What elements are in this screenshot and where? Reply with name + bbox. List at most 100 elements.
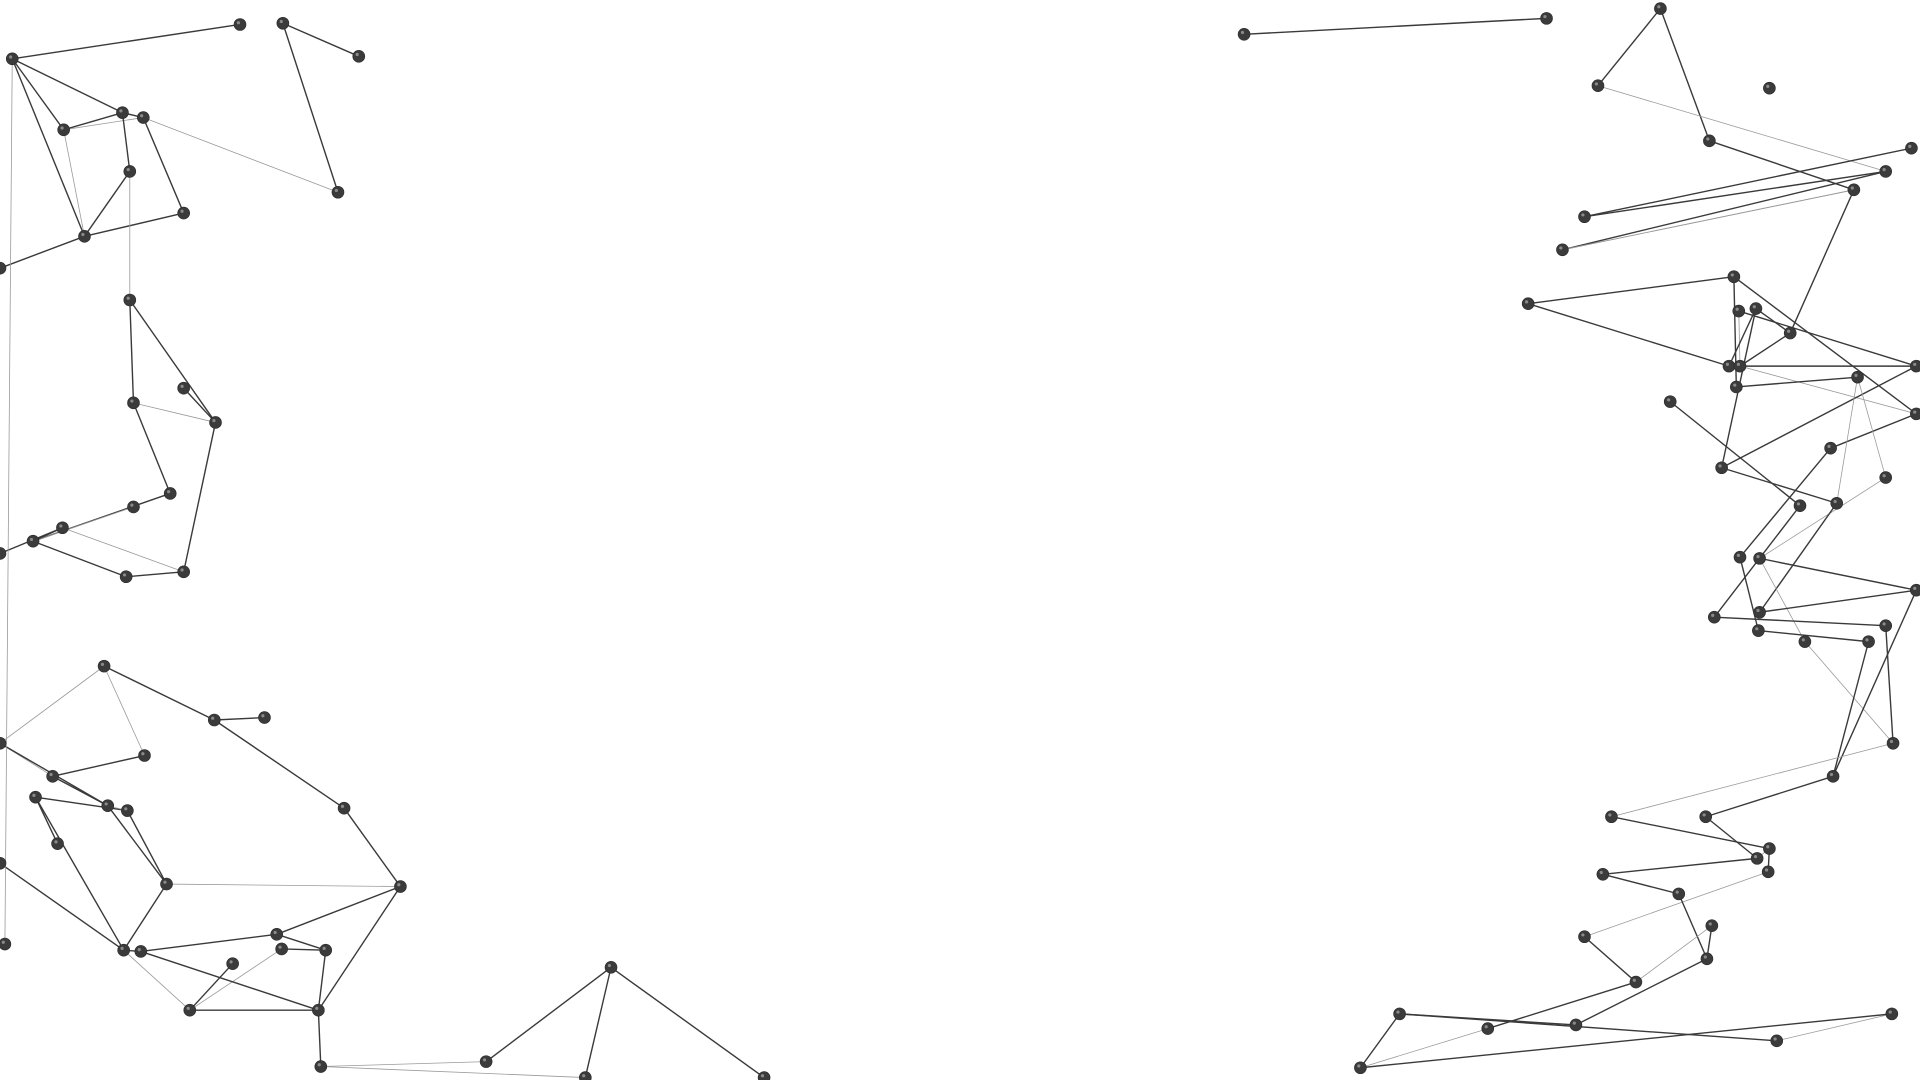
network-node (1707, 610, 1721, 624)
network-edge (276, 933, 326, 951)
network-node (1733, 359, 1747, 373)
network-edge (610, 966, 765, 1079)
network-edge (1721, 365, 1917, 469)
network-edge (32, 540, 127, 578)
network-edge (1659, 8, 1711, 142)
network-edge (1759, 502, 1838, 613)
network-node (1749, 302, 1763, 315)
network-edge (281, 948, 326, 951)
network-edge (1714, 616, 1886, 627)
network-edge (1669, 401, 1801, 507)
network-edge (1399, 1013, 1777, 1042)
network-edge (103, 665, 145, 756)
network-node (1753, 605, 1766, 619)
network-node (1910, 583, 1920, 597)
network-edge (132, 402, 171, 494)
network-edge (317, 886, 401, 1011)
network-edge (0, 235, 85, 269)
network-node (394, 880, 407, 893)
network-edge (1705, 775, 1834, 818)
network-edge (1602, 873, 1679, 895)
network-edge (11, 58, 65, 131)
network-node (1237, 27, 1251, 41)
network-edge (129, 299, 217, 423)
network-edge (1562, 170, 1886, 251)
network-edge (1776, 1013, 1892, 1042)
network-node (1879, 471, 1893, 484)
network-node (1521, 297, 1535, 310)
network-edge (4, 58, 13, 945)
network-edge (317, 950, 327, 1011)
network-edge (166, 883, 401, 887)
network-node (0, 547, 7, 560)
network-node (1703, 134, 1716, 148)
network-node (1722, 359, 1736, 373)
network-edge (1736, 376, 1858, 388)
network-node (183, 1003, 197, 1017)
network-node (579, 1071, 592, 1080)
network-edge (63, 117, 144, 131)
network-node (1663, 395, 1677, 408)
network-node (127, 500, 140, 514)
network-edge (1584, 871, 1769, 938)
network-node (1847, 183, 1861, 197)
network-node (0, 856, 7, 870)
network-node (78, 230, 91, 243)
network-edge (140, 950, 319, 1011)
network-edge (1857, 377, 1887, 478)
network-node (1798, 635, 1812, 648)
network-edge (320, 1066, 586, 1078)
network-node (160, 877, 173, 891)
network-node (1770, 1034, 1784, 1048)
network-edge (11, 58, 123, 114)
network-node (1605, 810, 1618, 824)
network-node (1730, 380, 1743, 394)
network-node (1910, 407, 1920, 421)
network-edge (1758, 629, 1869, 643)
network-edges (0, 8, 1917, 1079)
network-node (1763, 842, 1776, 855)
network-node (209, 416, 222, 429)
network-edge (1527, 303, 1730, 367)
network-node (1569, 1018, 1583, 1032)
network-node (1727, 270, 1741, 284)
network-edge (63, 111, 123, 131)
network-node (0, 937, 12, 951)
network-node (177, 565, 190, 579)
network-node (1578, 930, 1591, 944)
network-node (127, 396, 140, 410)
network-edge (133, 402, 216, 423)
network-edge (1830, 413, 1917, 449)
network-node (56, 521, 69, 535)
network-node (1578, 210, 1591, 224)
network-node (119, 570, 133, 584)
network-node (207, 713, 221, 727)
network-edge (1602, 857, 1758, 875)
network-node (1879, 619, 1893, 633)
network-edge (1755, 308, 1791, 334)
network-edge (11, 58, 86, 237)
network-node (1672, 887, 1686, 901)
network-node (0, 261, 7, 275)
network-node (5, 52, 19, 66)
network-node (117, 943, 130, 957)
network-edge (1804, 641, 1894, 744)
network-edge (1597, 85, 1886, 172)
network-edge (12, 23, 241, 60)
network-node (1752, 624, 1765, 637)
network-edge (1738, 310, 1917, 367)
network-node (226, 957, 239, 970)
network-node (1715, 461, 1728, 475)
network-node (314, 1060, 328, 1073)
network-edge (282, 23, 339, 193)
network-node (163, 487, 177, 500)
network-node (1733, 550, 1747, 564)
network-edge (1885, 625, 1894, 744)
network-node (1699, 810, 1713, 824)
network-edge (276, 885, 401, 935)
network-node (1540, 12, 1553, 25)
network-node (276, 16, 290, 30)
network-edge (143, 117, 339, 193)
